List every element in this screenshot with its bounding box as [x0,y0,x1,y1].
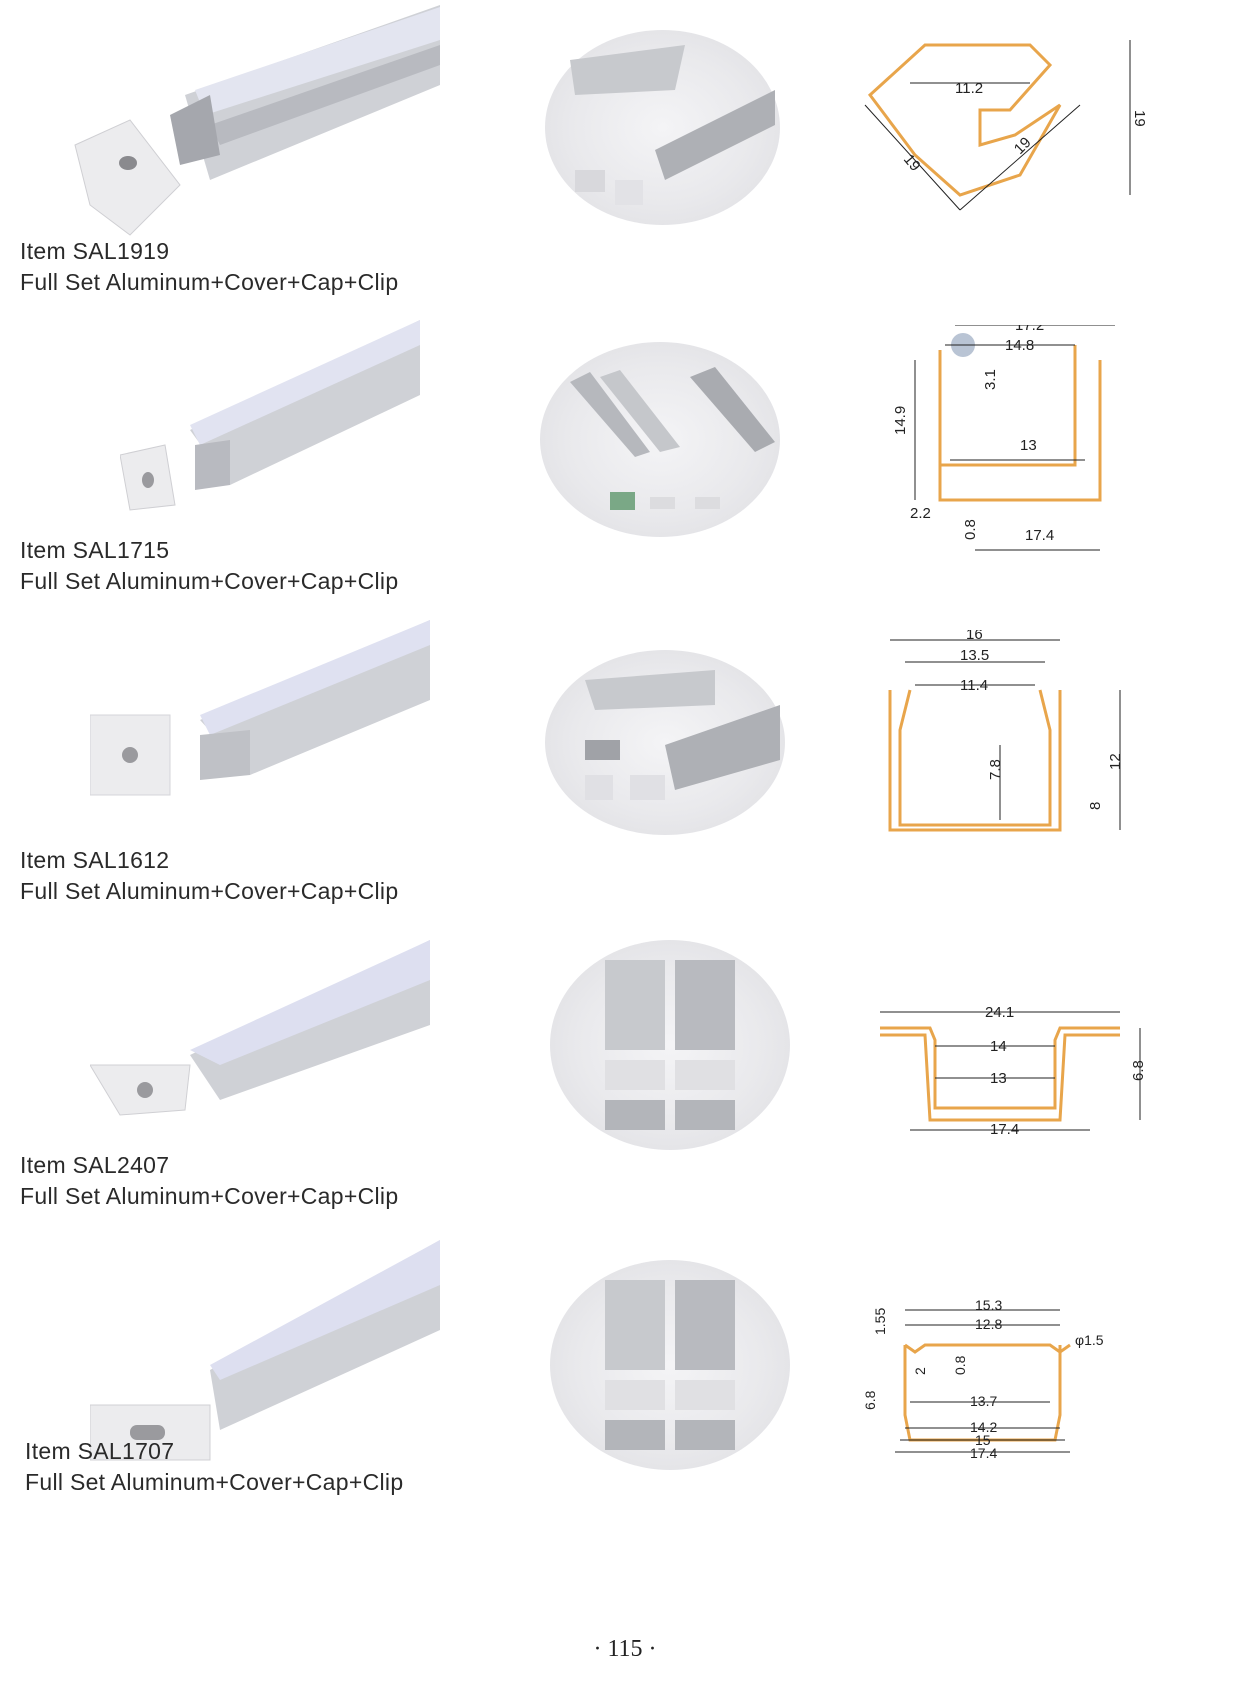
product-render-sal1707 [90,1240,440,1461]
product-caption-sal1715: Item SAL1715 Full Set Aluminum+Cover+Cap… [20,535,398,597]
item-description: Full Set Aluminum+Cover+Cap+Clip [20,878,399,904]
svg-text:15.3: 15.3 [975,1300,1002,1313]
svg-text:φ1.5: φ1.5 [1075,1332,1104,1348]
page-number: · 115 · [593,1636,657,1662]
svg-text:6.8: 6.8 [1130,1060,1147,1081]
svg-text:14.8: 14.8 [1005,337,1034,354]
svg-text:13.5: 13.5 [960,647,989,664]
item-code: Item SAL1612 [20,847,170,873]
svg-text:0.8: 0.8 [962,519,979,540]
item-description: Full Set Aluminum+Cover+Cap+Clip [20,568,399,594]
svg-text:2.2: 2.2 [910,505,931,522]
svg-text:17.2: 17.2 [1015,325,1044,334]
svg-text:14.2: 14.2 [970,1419,997,1435]
product-photo-sal1707 [550,1260,790,1470]
item-code: Item SAL2407 [20,1152,170,1178]
product-row-sal1612: 16 13.5 11.4 7.8 12 8 Item SAL1612 Full … [0,620,1250,940]
svg-text:16: 16 [966,630,983,643]
svg-text:17.4: 17.4 [1025,527,1054,544]
item-description: Full Set Aluminum+Cover+Cap+Clip [25,1469,404,1495]
item-description: Full Set Aluminum+Cover+Cap+Clip [20,269,399,295]
svg-text:1.55: 1.55 [872,1308,888,1335]
product-render-sal1612 [90,620,430,796]
svg-text:13: 13 [1020,437,1037,454]
svg-text:12.8: 12.8 [975,1316,1002,1332]
product-render-sal1919 [74,5,440,236]
svg-text:19: 19 [1131,110,1148,127]
dimension-drawing-sal1919: 11.2 19 19 19 [864,40,1148,211]
dimension-drawing-sal1707: 15.3 12.8 1.55 2 0.8 φ1.5 6.8 13.7 14.2 … [862,1300,1104,1461]
product-caption-sal1707: Item SAL1707 Full Set Aluminum+Cover+Cap… [25,1436,403,1498]
svg-text:3.1: 3.1 [982,369,999,390]
svg-text:6.8: 6.8 [862,1390,878,1410]
dimension-drawing-sal1715: 17.2 14.8 3.1 14.9 13 2.2 0.8 17.4 [892,325,1115,551]
svg-text:11.4: 11.4 [960,677,988,694]
product-row-sal1919: 11.2 19 19 19 Item SAL1919 Full Set Alum… [0,0,1250,320]
product-caption-sal2407: Item SAL2407 Full Set Aluminum+Cover+Cap… [20,1150,398,1212]
svg-text:17.4: 17.4 [990,1121,1019,1138]
item-code: Item SAL1919 [20,238,170,264]
item-code: Item SAL1707 [25,1438,175,1464]
svg-text:19: 19 [900,151,924,175]
product-photo-sal1612 [545,650,785,835]
svg-text:14: 14 [990,1038,1007,1055]
svg-text:14.9: 14.9 [892,406,909,435]
svg-text:11.2: 11.2 [955,80,983,97]
product-row-sal1715: 17.2 14.8 3.1 14.9 13 2.2 0.8 17.4 Item … [0,320,1250,620]
item-code: Item SAL1715 [20,537,170,563]
svg-text:15: 15 [975,1432,991,1448]
svg-text:2: 2 [912,1367,928,1375]
product-caption-sal1612: Item SAL1612 Full Set Aluminum+Cover+Cap… [20,845,398,907]
product-render-sal2407 [90,940,430,1116]
svg-text:7.8: 7.8 [987,759,1004,780]
svg-text:17.4: 17.4 [970,1445,997,1461]
dimension-drawing-sal1612: 16 13.5 11.4 7.8 12 8 [888,630,1124,832]
svg-text:12: 12 [1107,753,1124,770]
product-render-sal1715 [120,320,420,511]
svg-text:8: 8 [1087,802,1104,810]
svg-text:13.7: 13.7 [970,1393,997,1409]
svg-text:24.1: 24.1 [985,1004,1014,1021]
dimension-drawing-sal2407: 24.1 14 13 6.8 17.4 [880,1004,1147,1138]
product-photo-sal1715 [540,342,780,537]
product-row-sal1707: 15.3 12.8 1.55 2 0.8 φ1.5 6.8 13.7 14.2 … [0,1240,1250,1600]
product-photo-sal2407 [550,940,790,1150]
product-row-sal2407: 24.1 14 13 6.8 17.4 Item SAL2407 Full Se… [0,940,1250,1240]
svg-text:13: 13 [990,1070,1007,1087]
product-caption-sal1919: Item SAL1919 Full Set Aluminum+Cover+Cap… [20,236,398,298]
product-photo-sal1919 [545,30,780,225]
svg-text:0.8: 0.8 [952,1355,968,1375]
item-description: Full Set Aluminum+Cover+Cap+Clip [20,1183,399,1209]
